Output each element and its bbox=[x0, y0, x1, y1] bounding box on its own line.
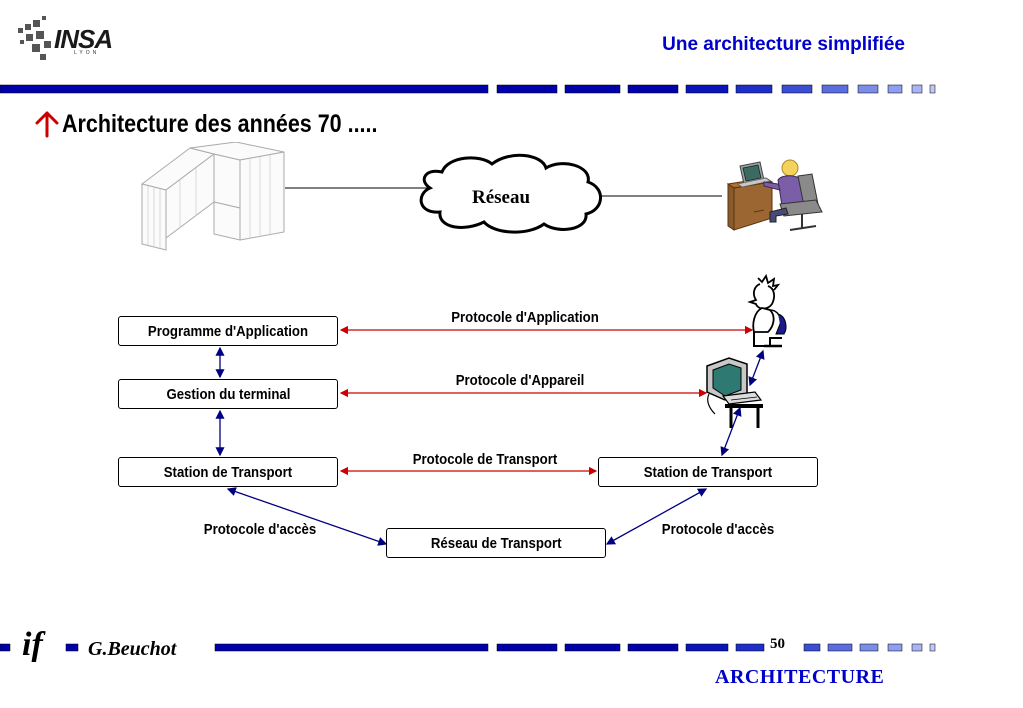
footer-author: G.Beuchot bbox=[88, 638, 177, 660]
slide-title: Une architecture simplifiée bbox=[662, 34, 905, 55]
terminal-management-label: Gestion du terminal bbox=[166, 385, 290, 403]
transport-station-right-box: Station de Transport bbox=[598, 457, 818, 487]
left-access-link bbox=[226, 487, 388, 546]
transport-station-right-label: Station de Transport bbox=[643, 463, 773, 481]
application-protocol-label: Protocole d'Application bbox=[451, 309, 599, 326]
insa-logo-icon bbox=[14, 14, 58, 69]
header-stripe bbox=[0, 84, 936, 94]
person-icon bbox=[740, 273, 792, 357]
right-access-link bbox=[605, 488, 708, 545]
transport-network-label: Réseau de Transport bbox=[430, 534, 562, 552]
access-protocol-left-label: Protocole d'accès bbox=[203, 521, 317, 538]
transport-station-left-label: Station de Transport bbox=[163, 463, 293, 481]
mainframe-icon bbox=[140, 141, 288, 257]
network-label: Réseau bbox=[472, 187, 531, 208]
logo-text: INSA bbox=[54, 24, 113, 54]
terminal-management-box: Gestion du terminal bbox=[118, 379, 338, 409]
up-arrow-bullet-icon bbox=[34, 110, 60, 143]
transport-protocol-label: Protocole de Transport bbox=[412, 451, 558, 468]
application-program-label: Programme d'Application bbox=[147, 322, 309, 340]
logo-subtext: LYON bbox=[74, 50, 100, 56]
device-protocol-label: Protocole d'Appareil bbox=[455, 372, 585, 389]
footer-section-title: ARCHITECTURE bbox=[715, 666, 885, 688]
slide-heading: Architecture des années 70 ..... bbox=[62, 110, 378, 138]
workstation-user-icon bbox=[726, 158, 832, 239]
if-logo: if bbox=[22, 626, 43, 663]
access-protocol-right-label: Protocole d'accès bbox=[661, 521, 775, 538]
terminal-station-link bbox=[720, 406, 742, 457]
page-number: 50 bbox=[770, 636, 785, 652]
network-diagram bbox=[285, 153, 722, 234]
footer-stripe bbox=[0, 643, 936, 652]
transport-network-box: Réseau de Transport bbox=[386, 528, 606, 558]
transport-station-left-box: Station de Transport bbox=[118, 457, 338, 487]
person-terminal-link bbox=[748, 349, 765, 387]
application-program-box: Programme d'Application bbox=[118, 316, 338, 346]
cloud-network-icon bbox=[419, 153, 602, 234]
